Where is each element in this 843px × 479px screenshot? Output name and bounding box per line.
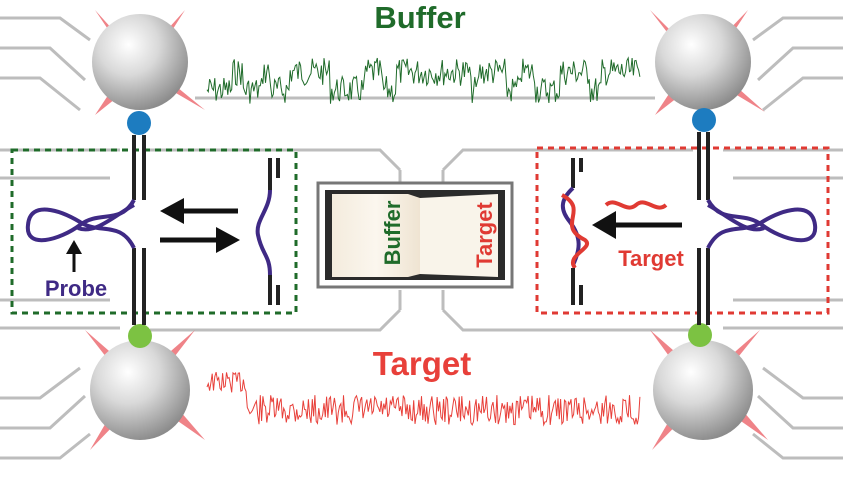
probe-label: Probe	[45, 276, 107, 301]
probe-pointer	[66, 240, 82, 272]
bead-handle-icon	[127, 111, 151, 135]
right-dna-construct	[697, 132, 710, 325]
bead-icon	[655, 14, 751, 110]
bead-handle-icon	[128, 324, 152, 348]
buffer-target-switch[interactable]: Buffer Target	[316, 181, 514, 289]
right-probe-hairpin	[706, 198, 818, 249]
right-target-label: Target	[618, 246, 684, 271]
left-probe-hairpin	[25, 198, 136, 249]
left-state-box	[10, 148, 298, 315]
optical-trap-bottom-left	[85, 324, 205, 450]
target-trace	[206, 371, 641, 427]
buffer-title: Buffer	[374, 0, 465, 35]
bead-handle-icon	[692, 108, 716, 132]
right-bound-construct	[560, 158, 590, 305]
bead-icon	[653, 340, 753, 440]
optical-trap-top-right	[650, 10, 765, 132]
bead-icon	[90, 340, 190, 440]
right-state-box	[535, 146, 830, 315]
switch-target-label: Target	[472, 202, 497, 268]
buffer-trace	[206, 56, 641, 104]
optical-trap-bottom-right	[650, 323, 768, 450]
arrow-up-icon	[66, 240, 82, 254]
right-arrow	[592, 211, 682, 239]
switch-buffer-label: Buffer	[380, 200, 405, 265]
left-arrows	[160, 198, 240, 253]
bead-icon	[92, 14, 188, 110]
optical-trap-top-left	[92, 10, 205, 135]
left-dna-construct	[132, 135, 146, 325]
arrow-left-icon	[160, 198, 184, 224]
free-target-strand	[604, 200, 668, 210]
bead-handle-icon	[688, 323, 712, 347]
left-unfolded-construct	[255, 158, 280, 305]
arrow-right-icon	[216, 227, 240, 253]
target-title: Target	[373, 345, 471, 382]
arrow-left-icon	[592, 211, 616, 239]
